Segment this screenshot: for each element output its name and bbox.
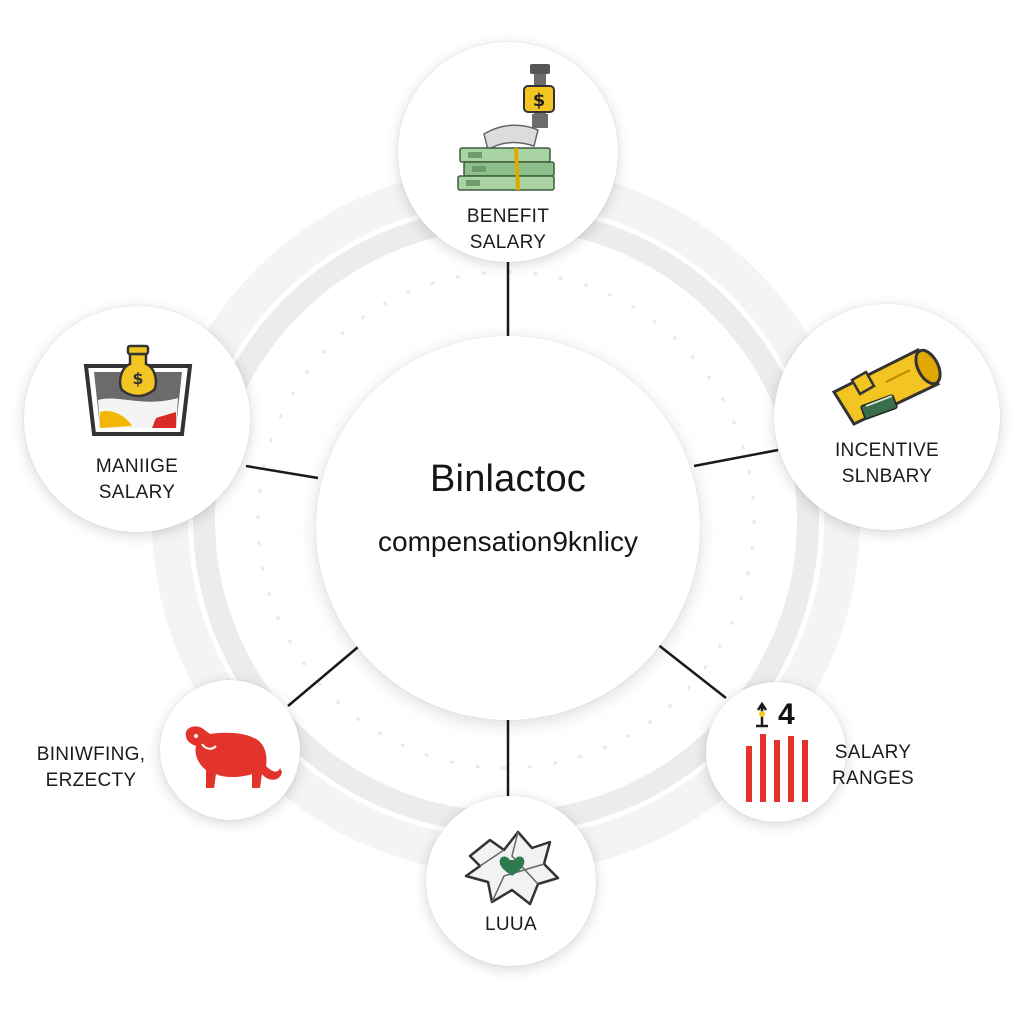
hub-title: Binlactoc bbox=[430, 458, 586, 500]
connector-bottom-right bbox=[651, 639, 727, 699]
svg-text:$: $ bbox=[533, 90, 546, 111]
node-benefit-salary-label: BENEFIT SALARY bbox=[466, 206, 550, 253]
node-manage-salary[interactable]: $ MANIIGE SALARY bbox=[24, 306, 250, 532]
crumpled-paper-heart-icon bbox=[464, 830, 560, 906]
node-manage-salary-label: MANIIGE SALARY bbox=[95, 456, 179, 503]
money-stack-press-icon: $ bbox=[457, 64, 555, 191]
node-luua[interactable]: LUUA bbox=[426, 796, 596, 966]
node-luua-label: LUUA bbox=[485, 914, 537, 935]
connector-left bbox=[245, 464, 319, 480]
red-animal-icon bbox=[185, 726, 282, 788]
yellow-cylinder-ticket-icon bbox=[831, 348, 942, 426]
node-biniwfing-label: BINIWFING, ERZECTY bbox=[36, 744, 146, 791]
node-benefit-salary[interactable]: $ BENEFIT SALARY bbox=[398, 42, 618, 262]
node-incentive-salary-label: INCENTIVE SLNBARY bbox=[834, 440, 940, 487]
red-bars-icon bbox=[746, 701, 808, 802]
node-biniwfing[interactable] bbox=[160, 680, 300, 820]
dotted-orbit bbox=[256, 270, 756, 770]
money-jar-tray-icon: $ bbox=[83, 344, 193, 436]
node-salary-ranges[interactable]: 4 bbox=[706, 682, 846, 822]
hub-circle: Binlactoc compensation9knlicy bbox=[316, 336, 700, 720]
hub-subtitle: compensation9knlicy bbox=[378, 526, 638, 557]
connector-right bbox=[693, 448, 779, 468]
node-salary-ranges-label: SALARY RANGES bbox=[831, 742, 915, 789]
node-incentive-salary[interactable]: INCENTIVE SLNBARY bbox=[774, 304, 1000, 530]
svg-text:$: $ bbox=[132, 369, 143, 388]
ranges-badge: 4 bbox=[778, 698, 795, 731]
connector-bottom-left bbox=[287, 641, 365, 707]
